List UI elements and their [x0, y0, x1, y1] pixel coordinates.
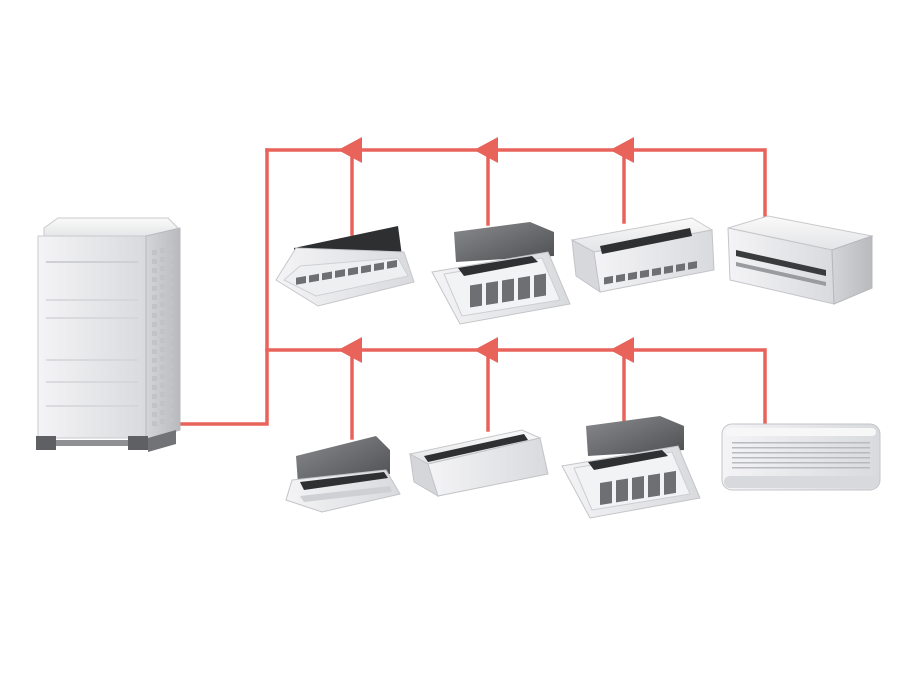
flow-arrow-icon — [474, 337, 498, 363]
refrigerant-piping — [178, 148, 767, 440]
outdoor-condenser-unit-icon — [36, 217, 181, 452]
flow-arrow-icon — [610, 337, 634, 363]
flow-arrow-icon — [610, 137, 634, 163]
flow-arrow-icon — [338, 337, 362, 363]
slim-ceiling-cassette-icon — [275, 226, 415, 307]
ceiling-suspended-unit-icon — [570, 217, 715, 294]
lower-header-pipe — [265, 348, 767, 426]
flow-arrows — [338, 137, 634, 363]
four-way-ceiling-cassette-icon — [431, 222, 571, 325]
ducted-unit-icon — [727, 215, 874, 305]
four-way-ceiling-cassette-icon — [561, 416, 701, 519]
main-pipe — [178, 148, 269, 426]
upper-header-pipe — [265, 148, 767, 224]
flow-arrow-icon — [338, 137, 362, 163]
ceiling-console-unit-icon — [408, 429, 549, 498]
one-way-cassette-icon — [285, 436, 401, 513]
flow-arrow-icon — [474, 137, 498, 163]
wall-mounted-split-icon — [721, 423, 881, 491]
